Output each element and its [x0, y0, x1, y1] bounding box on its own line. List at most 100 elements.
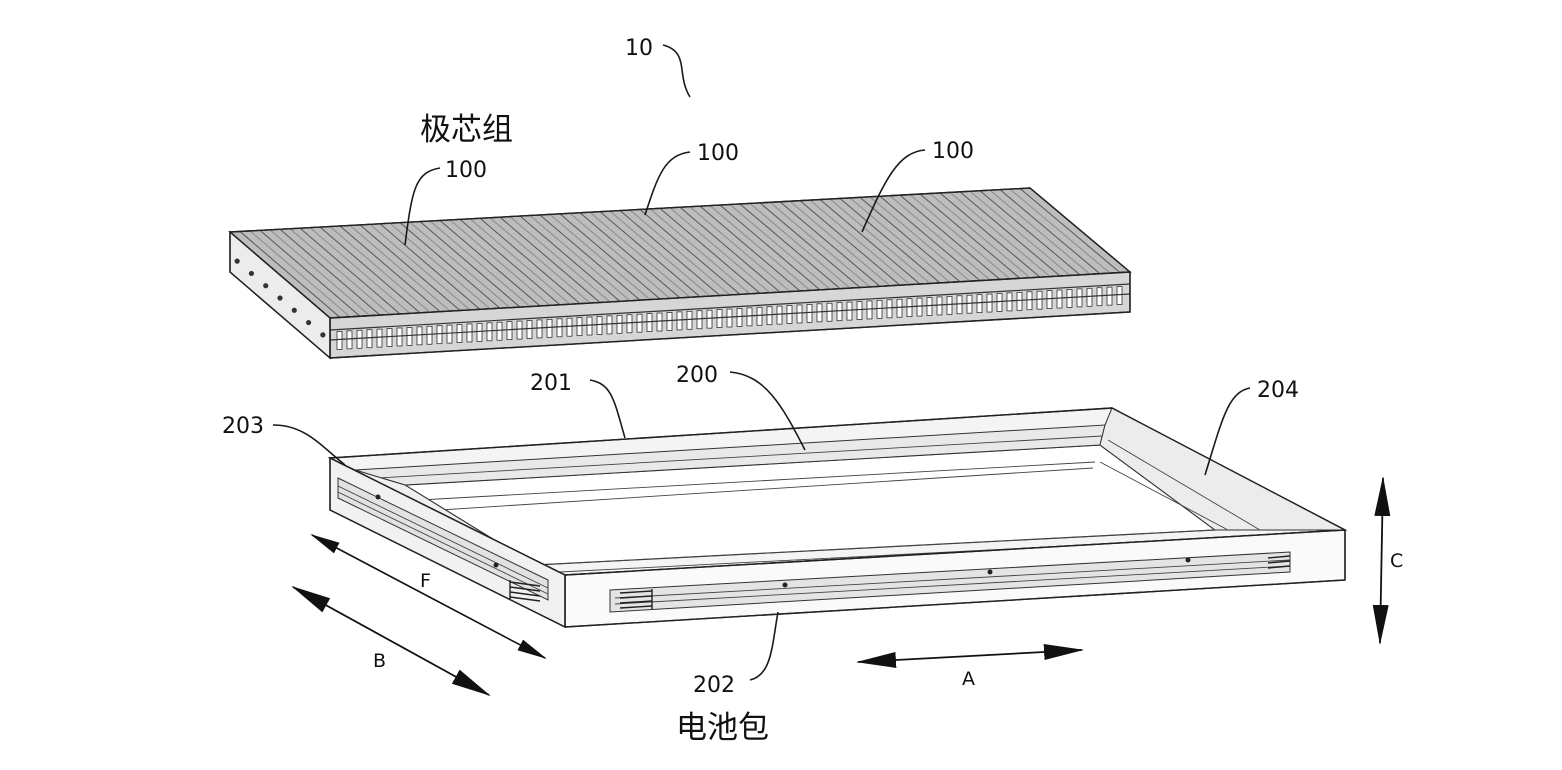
cell-tab — [656, 312, 663, 332]
cell-divider-line — [239, 231, 341, 318]
dimension-a-label: A — [962, 668, 975, 690]
cell-divider-line — [899, 194, 1001, 280]
cell-tab — [1036, 290, 1043, 310]
cell-divider-line — [719, 204, 821, 291]
cell-tab — [886, 299, 893, 319]
cell-tab — [746, 307, 753, 327]
cell-tab — [1096, 287, 1103, 307]
leader-100-left — [404, 167, 441, 246]
cell-tab — [916, 297, 923, 317]
cell-divider-line — [799, 200, 901, 286]
cell-divider-line — [709, 205, 811, 291]
ref-label-100-left: 100 — [445, 158, 487, 183]
cell-tab — [786, 305, 793, 324]
cell-tab — [356, 329, 363, 349]
cell-tab — [706, 309, 713, 329]
cell-tab — [666, 312, 673, 331]
cell-tab — [776, 305, 783, 325]
leader-203 — [272, 424, 346, 466]
cell-divider-line — [429, 220, 531, 307]
cell-tab — [866, 300, 873, 320]
front-beam-connector-right — [1267, 555, 1291, 569]
cell-divider-line — [599, 211, 701, 298]
cell-tab — [466, 323, 473, 343]
cell-tab — [446, 324, 453, 344]
dimension-c-label: C — [1390, 550, 1403, 572]
cell-tab — [686, 310, 693, 330]
cell-tab — [966, 294, 973, 314]
ref-label-10: 10 — [625, 36, 653, 61]
cell-divider-line — [669, 207, 771, 294]
cell-divider-line — [339, 225, 441, 313]
cell-tab — [646, 313, 653, 333]
cell-tab — [346, 330, 353, 350]
cell-tab — [486, 322, 493, 342]
end-plate-bolt — [320, 332, 326, 338]
cell-tab — [566, 317, 573, 337]
cell-divider-line — [749, 203, 851, 289]
cell-divider-line — [249, 230, 351, 318]
cell-divider-line — [409, 221, 511, 309]
cell-divider-line — [529, 215, 631, 302]
cell-tab — [736, 308, 743, 327]
cell-divider-line — [309, 227, 411, 314]
cell-tab — [616, 314, 623, 334]
cell-divider-line — [359, 224, 461, 311]
cell-tab — [1026, 291, 1033, 311]
cell-divider-line — [849, 197, 951, 283]
cell-tab — [576, 317, 583, 337]
caption-cell-stack: 极芯组 — [420, 112, 513, 148]
cell-divider-line — [919, 193, 1021, 279]
cell-divider-line — [299, 227, 401, 315]
cell-tab — [676, 311, 683, 331]
ref-label-201: 201 — [530, 371, 572, 396]
cell-divider-line — [829, 198, 931, 284]
cell-tab — [726, 308, 733, 328]
cell-divider-line — [549, 214, 651, 300]
cell-tab — [526, 320, 533, 339]
cell-divider-line — [329, 226, 431, 313]
leader-204 — [1204, 387, 1251, 476]
cell-divider-line — [679, 206, 781, 293]
end-plate-bolt — [305, 319, 312, 326]
cell-divider-line — [479, 217, 581, 305]
cell-divider-line — [489, 217, 591, 304]
end-plate-bolt — [248, 270, 255, 277]
cell-divider-line — [609, 210, 711, 297]
cell-divider-line — [639, 209, 741, 295]
cell-tab — [436, 325, 443, 345]
cell-tab — [496, 321, 503, 341]
cell-tab — [796, 304, 803, 324]
dimension-b-label: B — [373, 650, 386, 672]
cell-divider-line — [759, 202, 861, 288]
cell-tab — [476, 322, 483, 342]
cell-tab — [766, 306, 773, 326]
ref-label-100-right: 100 — [932, 139, 974, 164]
cell-divider-line — [989, 189, 1091, 275]
cell-tab — [586, 316, 593, 336]
cell-divider-line — [399, 222, 501, 309]
cell-divider-line — [769, 201, 871, 288]
cell-tab — [1076, 288, 1083, 308]
cell-tab — [376, 328, 383, 348]
cell-divider-line — [699, 205, 801, 292]
cell-tab — [626, 314, 633, 334]
ref-label-204: 204 — [1257, 378, 1299, 403]
cell-divider-line — [879, 195, 981, 282]
cell-tab — [1016, 291, 1023, 311]
cell-tab — [756, 306, 763, 326]
cell-tab — [1056, 289, 1063, 309]
cell-divider-line — [689, 206, 791, 292]
cell-divider-line — [269, 229, 371, 317]
cell-tab — [416, 326, 423, 346]
tray-front-beam-groove — [609, 551, 1291, 613]
cell-divider-line — [839, 198, 941, 284]
cell-divider-line — [889, 195, 991, 281]
end-plate-bolt — [263, 283, 269, 289]
cell-tab — [936, 296, 943, 316]
cell-tab — [716, 309, 723, 328]
cell-divider-line — [619, 210, 721, 296]
ref-label-202: 202 — [693, 673, 735, 698]
cell-divider-line — [379, 223, 481, 310]
